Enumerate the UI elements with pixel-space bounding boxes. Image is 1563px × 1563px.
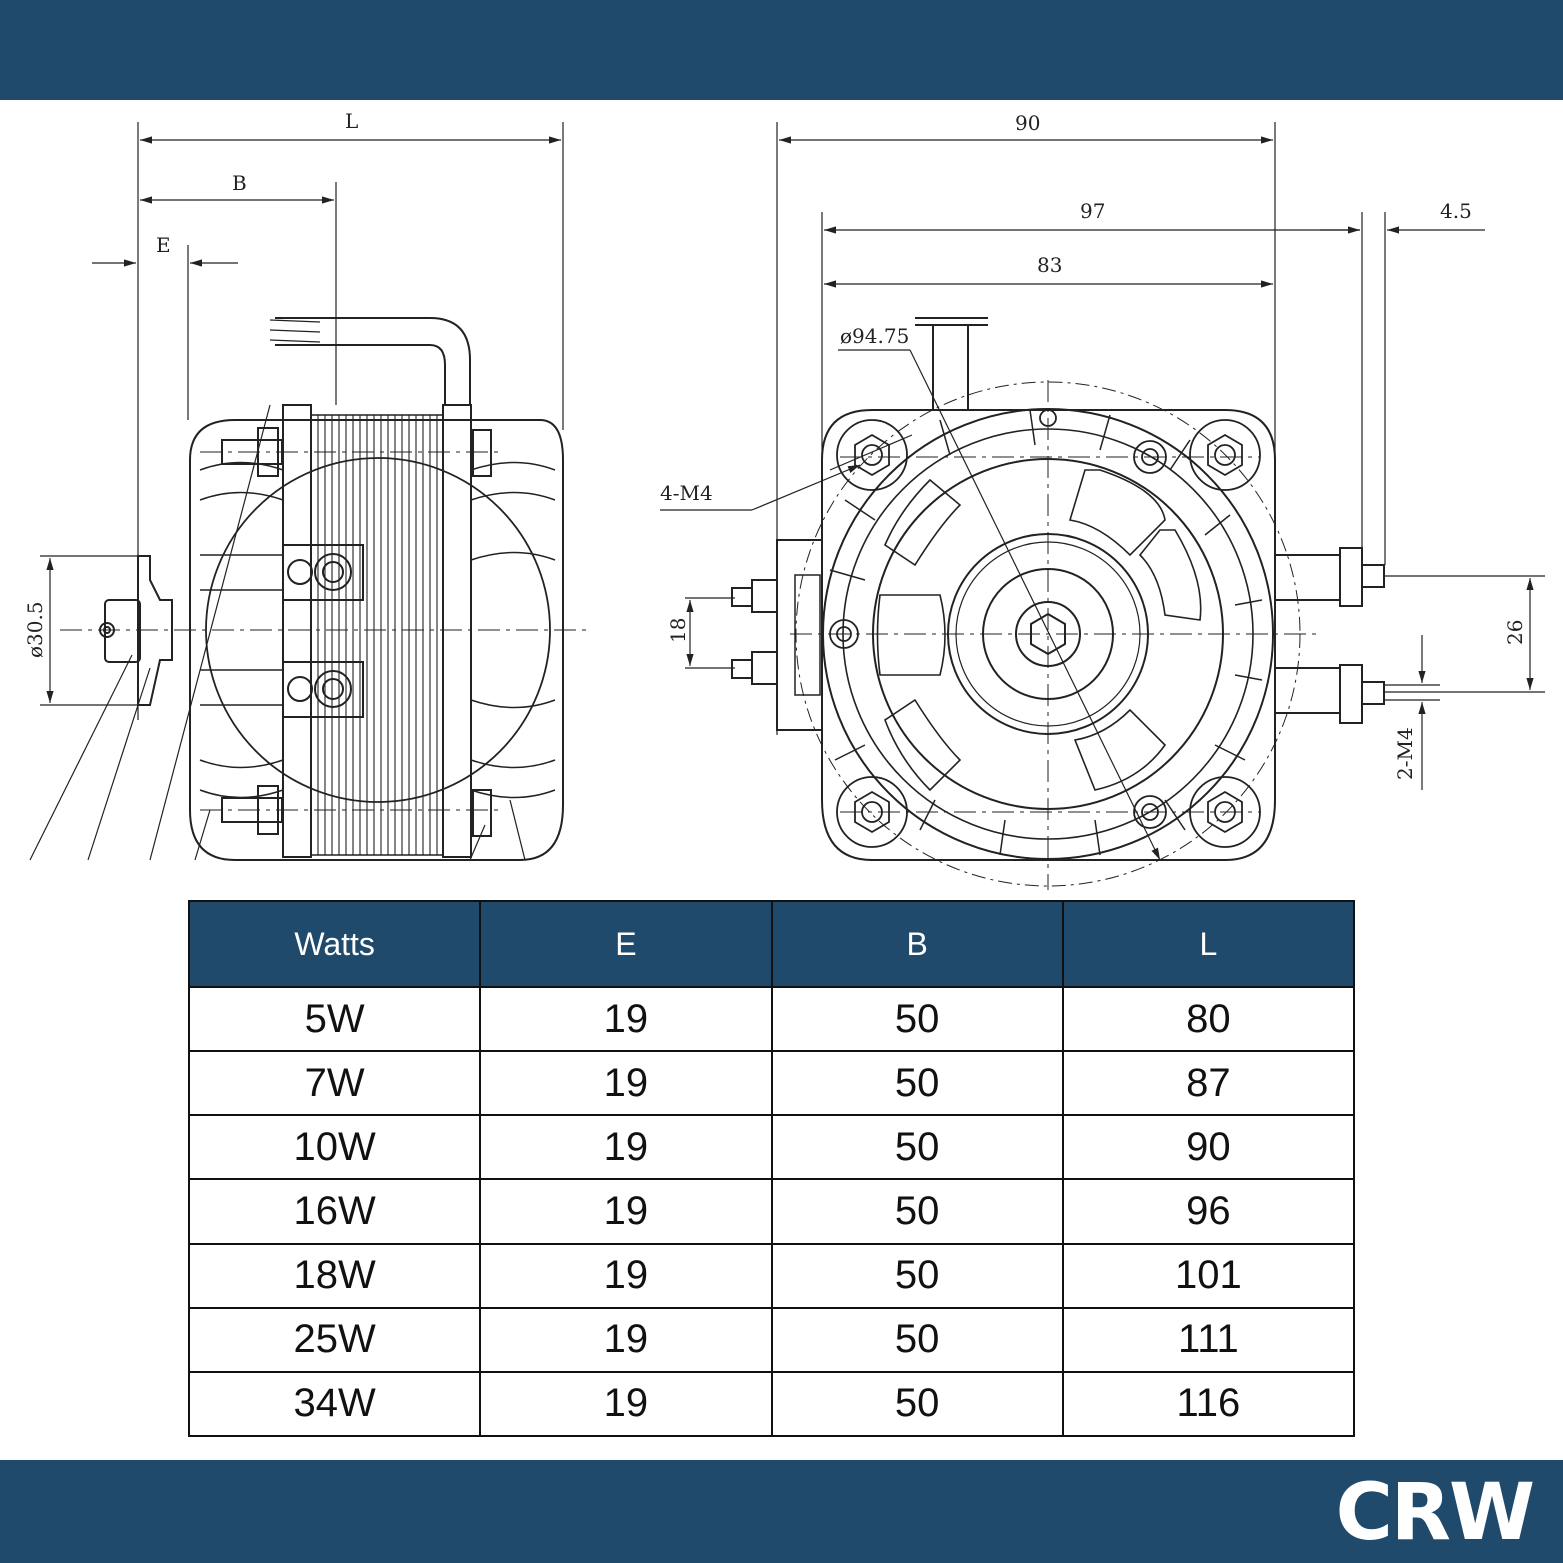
cell-l: 87 <box>1061 1050 1356 1117</box>
technical-drawing: L B E ø30.5 <box>23 109 1545 890</box>
cell-b: 50 <box>770 1178 1064 1245</box>
header-watts: Watts <box>187 900 482 988</box>
table-row: 25W 19 50 111 <box>187 1306 1356 1373</box>
cell-e: 19 <box>479 1050 773 1117</box>
brand-logo: CRW <box>1335 1468 1535 1558</box>
cell-l: 111 <box>1061 1306 1356 1373</box>
table-row: 16W 19 50 96 <box>187 1178 1356 1245</box>
cell-l: 90 <box>1061 1114 1356 1181</box>
cell-watts: 18W <box>187 1242 482 1309</box>
table-row: 7W 19 50 87 <box>187 1050 1356 1117</box>
cell-watts: 16W <box>187 1178 482 1245</box>
dim-E-label: E <box>156 233 171 257</box>
cell-e: 19 <box>479 985 773 1053</box>
dim-90-label: 90 <box>1015 111 1040 135</box>
table-row: 5W 19 50 80 <box>187 985 1356 1053</box>
dim-83-label: 83 <box>1037 253 1062 277</box>
cell-b: 50 <box>770 1370 1064 1438</box>
dim-4-5-label: 4.5 <box>1440 199 1472 223</box>
top-banner <box>0 0 1563 100</box>
cell-watts: 34W <box>187 1370 482 1438</box>
cell-watts: 10W <box>187 1114 482 1181</box>
cell-watts: 7W <box>187 1050 482 1117</box>
cell-b: 50 <box>770 1114 1064 1181</box>
cell-e: 19 <box>479 1178 773 1245</box>
dim-18-label: 18 <box>666 618 690 643</box>
dim-diameter-front-label: ø94.75 <box>840 324 909 348</box>
cell-watts: 25W <box>187 1306 482 1373</box>
cell-b: 50 <box>770 1242 1064 1309</box>
cell-l: 101 <box>1061 1242 1356 1309</box>
table-row: 10W 19 50 90 <box>187 1114 1356 1181</box>
cell-b: 50 <box>770 1050 1064 1117</box>
bottom-banner <box>0 1460 1563 1563</box>
header-b: B <box>770 900 1064 988</box>
side-view <box>29 122 590 861</box>
cell-l: 96 <box>1061 1178 1356 1245</box>
dim-diameter-side-label: ø30.5 <box>23 601 47 658</box>
dim-B-label: B <box>232 171 247 195</box>
header-l: L <box>1061 900 1356 988</box>
cell-l: 80 <box>1061 985 1356 1053</box>
table-row: 34W 19 50 116 <box>187 1370 1356 1438</box>
dim-97-label: 97 <box>1080 199 1105 223</box>
table-header-row: Watts E B L <box>187 900 1356 988</box>
side-view-labels: L B E ø30.5 <box>23 109 358 658</box>
cell-e: 19 <box>479 1114 773 1181</box>
cell-l: 116 <box>1061 1370 1356 1438</box>
front-view-labels: 90 97 83 4.5 ø94.75 4-M4 18 26 2-M4 <box>660 111 1527 780</box>
cell-watts: 5W <box>187 985 482 1053</box>
cell-e: 19 <box>479 1306 773 1373</box>
header-e: E <box>479 900 773 988</box>
cell-e: 19 <box>479 1370 773 1438</box>
table-row: 18W 19 50 101 <box>187 1242 1356 1309</box>
cell-e: 19 <box>479 1242 773 1309</box>
terminal-thread-label: 2-M4 <box>1393 727 1417 780</box>
spec-table: Watts E B L 5W 19 50 80 7W 19 50 87 10W … <box>187 900 1356 1438</box>
mount-thread-label: 4-M4 <box>660 481 713 505</box>
cell-b: 50 <box>770 985 1064 1053</box>
dim-L-label: L <box>345 109 358 133</box>
cell-b: 50 <box>770 1306 1064 1373</box>
dim-26-label: 26 <box>1503 620 1527 645</box>
front-view <box>660 122 1545 890</box>
